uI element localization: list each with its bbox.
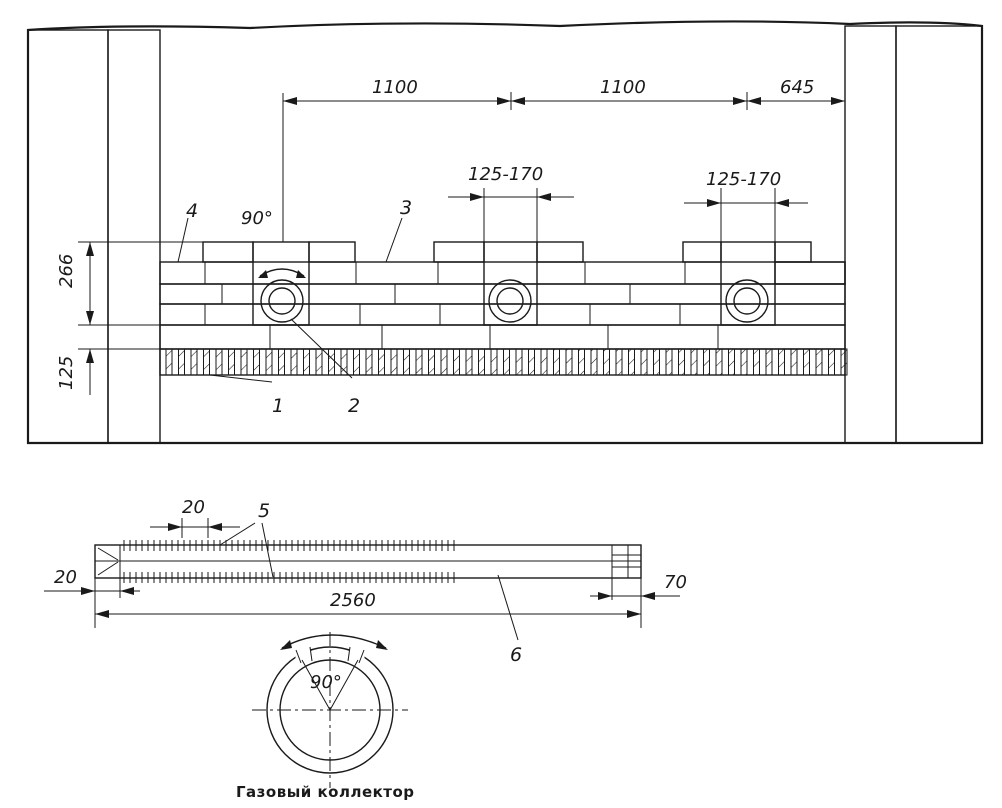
grate-bar (578, 348, 585, 376)
grate-bar (715, 348, 723, 376)
dim-spacing-1: 1100 (372, 77, 418, 98)
grate-bar (365, 348, 373, 376)
grate-bar (603, 348, 610, 376)
dim-gap-2: 125-170 (706, 169, 781, 190)
grate-bar (240, 348, 248, 376)
grate-bar (840, 348, 848, 376)
dim-edge-offset: 645 (780, 77, 814, 98)
callout-6: 6 (510, 644, 522, 666)
grate-bar (453, 348, 460, 376)
callout-4: 4 (186, 200, 198, 222)
grate-bar (615, 348, 623, 376)
grate-bar (565, 348, 573, 376)
collector-opening-3 (720, 241, 776, 326)
grate-bar (178, 348, 185, 376)
grate-bar (753, 348, 760, 376)
grate-bar (265, 348, 273, 376)
grate-bar (428, 348, 435, 376)
dim-end-offset: 20 (54, 567, 77, 588)
grate-bar (203, 348, 210, 376)
grate-bar (253, 348, 260, 376)
grate-bar (653, 348, 660, 376)
gap-dimension-2 (684, 188, 808, 242)
grate-bar (778, 348, 785, 376)
callout-2: 2 (348, 395, 360, 417)
grate-bar (590, 348, 598, 376)
callout-leaders (177, 217, 403, 383)
grate-bar (665, 348, 673, 376)
grate-bar (228, 348, 235, 376)
grate-bar (215, 348, 223, 376)
callout-1: 1 (272, 395, 284, 417)
section-outline (26, 20, 984, 445)
grate-bar (540, 348, 548, 376)
dim-gap-1: 125-170 (468, 164, 543, 185)
height-dimensions (78, 241, 203, 395)
grate-bar (515, 348, 523, 376)
grate-bar (303, 348, 310, 376)
grate-bar (803, 348, 810, 376)
dim-pipe-end: 70 (664, 572, 687, 593)
collector-pipe-view: 20 5 20 2560 70 6 (44, 497, 687, 666)
grate-bar (765, 348, 773, 376)
grate-bar (315, 348, 323, 376)
caption-gas-collector: Газовый коллектор (236, 783, 415, 801)
pipe-cross-section: 90° (252, 632, 408, 788)
dim-height-base: 125 (56, 356, 77, 390)
left-insulation-column (107, 29, 161, 444)
grate-bar (378, 348, 385, 376)
grate-bar (790, 348, 798, 376)
angle-arc-top (258, 268, 306, 278)
grate-bar (440, 348, 448, 376)
grate-bar (290, 348, 298, 376)
grate-bars (159, 348, 848, 376)
spacing-dimensions (282, 92, 846, 242)
grate-bar (528, 348, 535, 376)
collector-opening-1 (252, 241, 310, 326)
grate-bar (553, 348, 560, 376)
grate-bar (165, 348, 173, 376)
dim-pipe-length: 2560 (330, 590, 376, 611)
grate-bar (465, 348, 473, 376)
grate-bar (678, 348, 685, 376)
furnace-section: 90° 1100 1100 645 125-170 (26, 20, 984, 445)
slab-row (159, 324, 846, 350)
grate-bar (828, 348, 835, 376)
gap-dimension-1 (448, 188, 574, 242)
dim-spacing-2: 1100 (600, 77, 646, 98)
grate-bar (740, 348, 748, 376)
grate-bar (190, 348, 198, 376)
grate-bar (403, 348, 410, 376)
grate-bar (728, 348, 735, 376)
callout-3: 3 (400, 197, 412, 219)
grate-bar (490, 348, 498, 376)
grate-bar (278, 348, 285, 376)
grate-bar (503, 348, 510, 376)
grate-bar (628, 348, 635, 376)
grate-bar (478, 348, 485, 376)
grate-bar (640, 348, 648, 376)
grate-bar (415, 348, 423, 376)
right-outer-wall (895, 25, 983, 444)
dim-notch-width: 20 (182, 497, 205, 518)
grate-bar (328, 348, 335, 376)
grate-bar (703, 348, 710, 376)
grate-bar (340, 348, 348, 376)
right-insulation-column (844, 25, 897, 444)
pipe-notches (123, 540, 455, 583)
grate-bar (815, 348, 823, 376)
dim-height-layer: 266 (56, 254, 77, 288)
grate-bar (690, 348, 698, 376)
grate-bar (353, 348, 360, 376)
angle-label-section: 90° (310, 672, 342, 693)
grate-bar (390, 348, 398, 376)
callout-5: 5 (258, 500, 270, 522)
collector-opening-2 (483, 241, 538, 326)
angle-label-top: 90° (241, 208, 273, 229)
